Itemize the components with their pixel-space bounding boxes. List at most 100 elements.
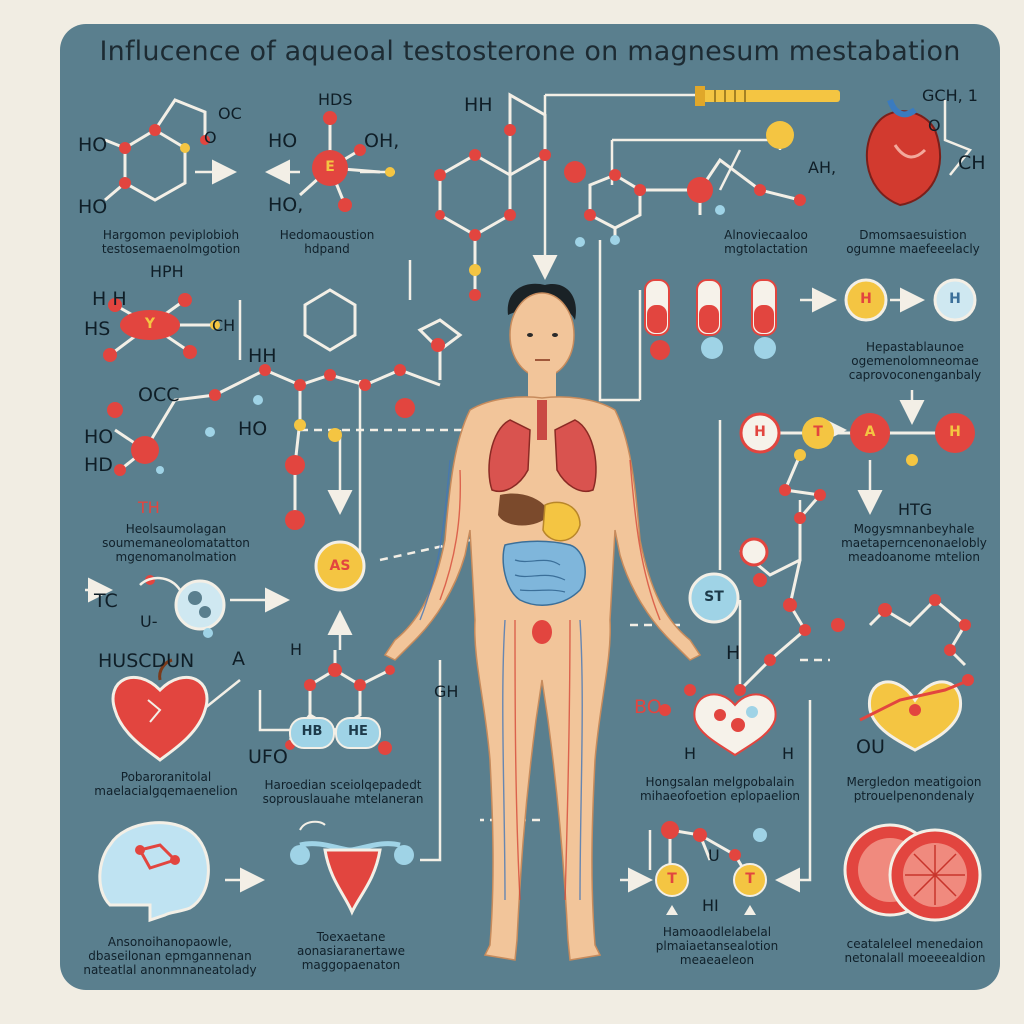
caption-3: Alnoviecaaloo mgtolactation — [724, 228, 808, 256]
test-tube-icon — [696, 279, 722, 336]
node-h4 — [935, 413, 975, 453]
node-a1-label: A — [864, 424, 876, 440]
uterus-icon — [290, 820, 414, 916]
node-he-label: HE — [348, 724, 368, 739]
atom-y — [120, 310, 180, 340]
caption-9: Haroedian sceiolqepadedt soprouslauahe m… — [262, 778, 424, 806]
node-h2-label: H — [949, 291, 961, 307]
label-hh: HH — [464, 94, 493, 116]
label-ac: A — [232, 648, 245, 670]
label-bo: BO — [634, 696, 662, 718]
label-tc: TC — [94, 590, 118, 612]
caption-4: Dmomsaesuistion ogumne maefeeelacly — [846, 228, 980, 256]
molecule-hexagon-2 — [438, 92, 547, 295]
node-h1-label: H — [860, 291, 872, 307]
label-ho: HO, — [268, 194, 304, 216]
label-u: U- — [140, 612, 158, 631]
caption-11: Mergledon meatigoion ptrouelpenondenaly — [846, 775, 982, 803]
human-body-figure — [383, 283, 702, 961]
label-hds: HDS — [318, 90, 353, 109]
caption-15: ceataleleel menedaion netonalall moeeeal… — [844, 937, 986, 965]
caption-13: Toexaetane aonasiaranertawe maggopaenato… — [296, 930, 406, 972]
caption-2: Hedomaoustion hdpand — [279, 228, 375, 256]
caption-7: Mogysmnanbeyhale maetaperncenonaelobly m… — [841, 522, 987, 564]
node-h2 — [933, 278, 977, 322]
label-hph: HPH — [150, 262, 184, 281]
label-hs: HS — [84, 318, 111, 340]
label-th: TH — [138, 498, 160, 517]
molecule-tc — [139, 575, 226, 638]
molecule-benzene — [303, 288, 463, 380]
node-y-label: Y — [144, 316, 156, 332]
node-hb-label: HB — [301, 724, 323, 739]
caption-6: Heolsaumolagan soumemaneolomatatton mgen… — [102, 522, 250, 564]
caption-1: Hargomon peviplobioh testosemaenolmgotio… — [101, 228, 241, 256]
white-heart-icon — [659, 684, 777, 757]
node-t1-label: T — [813, 424, 823, 440]
apple-heart-icon — [111, 658, 209, 762]
node-a1 — [850, 413, 890, 453]
node-st-label: ST — [704, 589, 724, 605]
label-htg: HTG — [898, 500, 933, 519]
label-hh: HH — [248, 345, 277, 367]
node-he — [335, 717, 381, 749]
node-as-label: AS — [329, 558, 351, 574]
atoms-chain-1 — [107, 364, 415, 530]
node-t3 — [733, 863, 767, 897]
atoms-ring-1 — [119, 124, 210, 189]
caption-12: Ansonoihanopaowle, dbaseilonan epmgannen… — [83, 935, 257, 977]
node-h4-label: H — [949, 424, 961, 440]
label-gh: GH — [434, 682, 459, 701]
caption-10: Hongsalan melgpobalain mihaeofoetion epl… — [639, 775, 801, 803]
label-ho: HO — [84, 426, 114, 448]
test-tube-icon — [644, 279, 670, 336]
label-h: H — [782, 744, 795, 763]
atoms-network-3 — [564, 121, 806, 247]
label-h: H — [684, 744, 697, 763]
label-gch: GCH, 1 — [922, 86, 978, 105]
page-title: Influcence of aqueoal testosterone on ma… — [99, 36, 961, 67]
label-ou: OU — [856, 736, 885, 758]
node-as — [314, 540, 366, 592]
atom-e — [312, 150, 348, 186]
label-hd: HD — [84, 454, 113, 476]
label-ho: HO — [78, 134, 108, 156]
node-t2 — [655, 863, 689, 897]
label-occ: OCC — [138, 384, 180, 406]
gold-heart-icon — [859, 674, 974, 752]
caption-5: Hepastablaunoe ogemenolomneomae caprovoc… — [848, 340, 982, 382]
label-musc: HUSCDUN — [98, 650, 195, 672]
label-ch: CH — [958, 152, 986, 174]
node-h1 — [844, 278, 888, 322]
label-oh: OH, — [364, 130, 400, 152]
node-hb — [289, 717, 335, 749]
label-u: U — [708, 846, 720, 865]
label-ho: HO — [238, 418, 268, 440]
brain-icon — [98, 821, 210, 923]
node-h3 — [739, 412, 781, 454]
node-t1 — [802, 417, 834, 449]
atoms-chain-right — [734, 449, 826, 696]
molecule-gch — [943, 100, 973, 176]
label-ho: HO — [268, 130, 298, 152]
label-hi: HI — [702, 896, 719, 915]
label-hh: H H — [92, 288, 127, 310]
label-h: H — [290, 640, 303, 659]
muscle-cross-section-icon — [843, 823, 982, 922]
test-tube-icons — [644, 279, 777, 360]
caption-8: Pobaroranitolal maelacialgqemaenelion — [94, 770, 238, 798]
label-ufo: UFO — [248, 746, 288, 768]
label-o: O — [928, 116, 941, 135]
node-t2-label: T — [667, 871, 677, 887]
label-o: O — [204, 128, 217, 147]
caption-14: Hamoaodlelabelal plmaiaetansealotion mea… — [655, 925, 779, 967]
label-ch: CH — [212, 316, 236, 335]
node-st — [688, 572, 740, 624]
node-h3-label: H — [754, 424, 766, 440]
label-h: H — [726, 642, 741, 664]
syringe-icon — [695, 86, 840, 106]
atoms-hexagon-2 — [434, 124, 551, 301]
label-ho: HO — [78, 196, 108, 218]
test-tube-icon — [751, 279, 777, 336]
